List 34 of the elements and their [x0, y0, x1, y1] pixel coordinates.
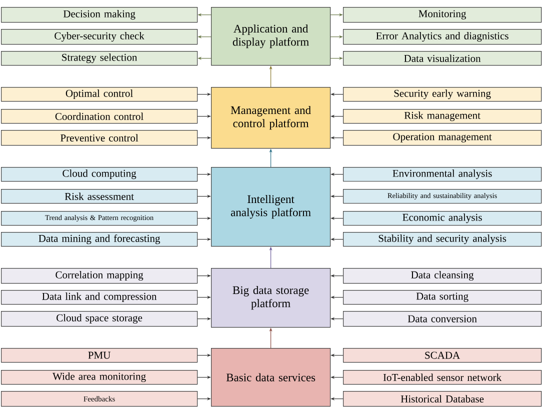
function-box: SCADA: [343, 348, 542, 363]
function-box: Decision making: [1, 7, 198, 23]
function-box: Error Analytics and diagnistics: [343, 29, 542, 45]
function-box: Data conversion: [343, 311, 542, 327]
function-box: Data mining and forecasting: [1, 232, 198, 247]
function-box: IoT-enabled sensor network: [343, 370, 542, 385]
function-box: Cloud computing: [1, 167, 198, 182]
function-box: Environmental analysis: [343, 167, 542, 182]
function-box: Risk assessment: [1, 189, 198, 204]
platform-box: Application and display platform: [211, 7, 331, 66]
function-box: Economic analysis: [343, 211, 542, 226]
function-box: Wide area monitoring: [1, 370, 198, 385]
platform-box: Management and control platform: [211, 87, 331, 149]
function-box: Stability and security analysis: [343, 232, 542, 247]
function-box: Risk management: [343, 109, 542, 124]
function-box: Data cleansing: [343, 268, 542, 284]
function-box: Cyber-security check: [1, 29, 198, 45]
function-box: Monitoring: [343, 7, 542, 23]
function-box: Data sorting: [343, 290, 542, 305]
function-box: Strategy selection: [1, 51, 198, 66]
function-box: Preventive control: [1, 130, 198, 146]
function-box: Data visualization: [343, 51, 542, 66]
function-box: Operation management: [343, 130, 542, 146]
function-box: Cloud space storage: [1, 311, 198, 327]
platform-box: Intelligent analysis platform: [211, 167, 331, 247]
function-box: PMU: [1, 348, 198, 363]
function-box: Correlation mapping: [1, 268, 198, 284]
function-box: Optimal control: [1, 87, 198, 102]
platform-box: Big data storage platform: [211, 268, 331, 328]
function-box: Historical Database: [343, 391, 542, 407]
platform-box: Basic data services: [211, 348, 331, 407]
function-box: Coordination control: [1, 109, 198, 124]
function-box: Data link and compression: [1, 290, 198, 305]
function-box: Security early warning: [343, 87, 542, 102]
